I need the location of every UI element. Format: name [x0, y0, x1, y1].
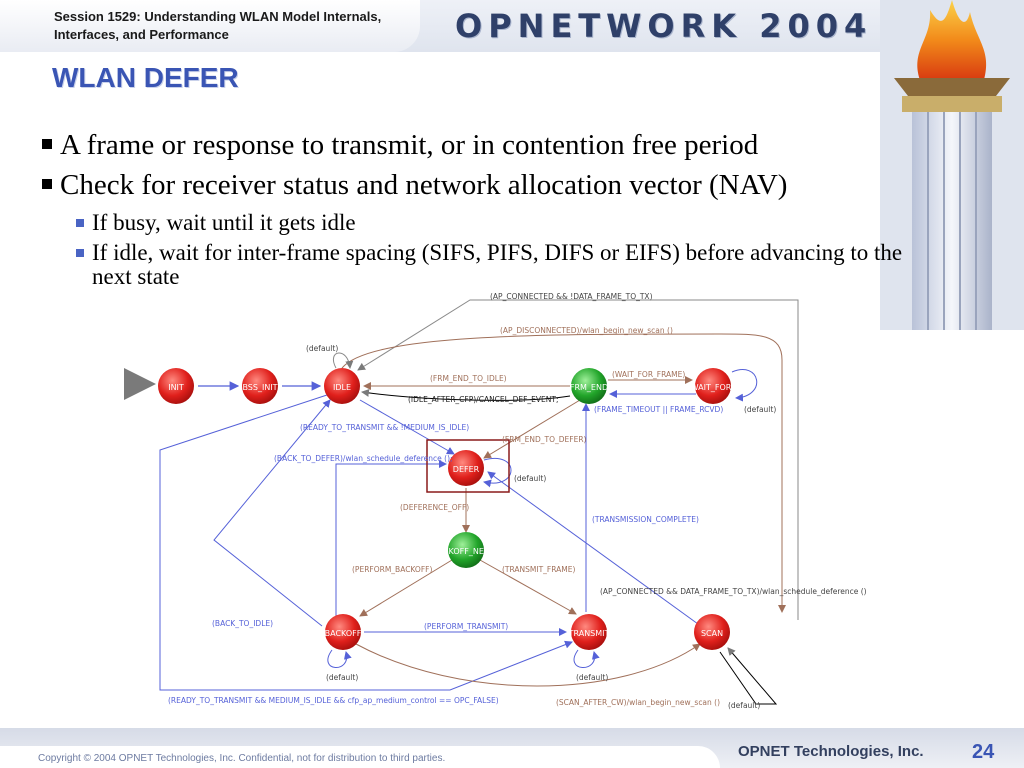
state-init-label: INIT [168, 383, 184, 392]
label-defer-default: (default) [514, 474, 546, 483]
label-frm-end-to-defer: (FRM_END_TO_DEFER) [502, 435, 587, 444]
state-backoff[interactable]: BACKOFF [325, 614, 362, 650]
sub-bullet-item: If busy, wait until it gets idle [74, 211, 920, 235]
label-ap-disconnected: (AP_DISCONNECTED)/wlan_begin_new_scan () [500, 326, 673, 335]
transition-backoff-default [327, 649, 352, 668]
torch-column-icon [880, 0, 1024, 330]
transition-scan-default [719, 647, 778, 705]
label-ready-to-transmit: (READY_TO_TRANSMIT && !MEDIUM_IS_IDLE) [300, 423, 469, 432]
session-title: Session 1529: Understanding WLAN Model I… [54, 9, 382, 42]
state-wait-for-label: WAIT_FOR_ [691, 383, 737, 392]
state-init[interactable]: INIT [158, 368, 194, 404]
state-idle[interactable]: IDLE [324, 368, 360, 404]
copyright-text: Copyright © 2004 OPNET Technologies, Inc… [38, 753, 446, 764]
label-perform-backoff: (PERFORM_BACKOFF) [352, 565, 432, 574]
label-ap-connected-top: (AP_CONNECTED && !DATA_FRAME_TO_TX) [490, 292, 653, 301]
label-frame-timeout: (FRAME_TIMEOUT || FRAME_RCVD) [594, 405, 723, 414]
label-back-to-idle: (BACK_TO_IDLE) [212, 619, 273, 628]
transition-perform-backoff [359, 559, 453, 617]
state-bkoff-need-label: BKOFF_NEE [443, 547, 489, 556]
label-scan-after-cw: (SCAN_AFTER_CW)/wlan_begin_new_scan () [556, 698, 720, 707]
bullet-list: A frame or response to transmit, or in c… [40, 125, 920, 289]
label-transmit-frame: (TRANSMIT_FRAME) [502, 565, 575, 574]
session-box [0, 0, 420, 52]
label-backoff-default: (default) [326, 673, 358, 682]
transition-scan-after-cw [355, 643, 701, 687]
label-transmission-complete: (TRANSMISSION_COMPLETE) [592, 515, 699, 524]
label-deference-off: (DEFERENCE_OFF) [400, 503, 469, 512]
transition-ap-connected-scan [487, 471, 699, 625]
state-backoff-label: BACKOFF [325, 629, 362, 638]
state-bss-init-label: BSS_INIT [242, 383, 277, 392]
label-ap-connected-scan: (AP_CONNECTED && DATA_FRAME_TO_TX)/wlan_… [600, 587, 867, 596]
transition-idle-default [333, 352, 354, 369]
bullet-item: A frame or response to transmit, or in c… [40, 125, 920, 165]
transition-ready-medium-idle [159, 393, 573, 691]
label-transmit-default: (default) [576, 673, 608, 682]
label-wait-for-default: (default) [744, 405, 776, 414]
state-bss-init[interactable]: BSS_INIT [242, 368, 278, 404]
label-ready-medium-idle: (READY_TO_TRANSMIT && MEDIUM_IS_IDLE && … [168, 696, 499, 705]
label-scan-default: (default) [728, 701, 760, 710]
transition-ap-disconnected [341, 333, 786, 613]
state-wait-for[interactable]: WAIT_FOR_ [691, 368, 737, 404]
state-scan-label: SCAN [701, 629, 723, 638]
label-perform-transmit: (PERFORM_TRANSMIT) [424, 622, 508, 631]
state-transmit[interactable]: TRANSMIT [568, 614, 610, 650]
transition-idle-after-cfp [361, 388, 571, 401]
label-idle-after-cfp: (IDLE_AFTER_CFP)/CANCEL_DEF_EVENT; [408, 395, 559, 404]
transition-back-to-idle [213, 399, 331, 627]
transition-wait-for-default [731, 369, 757, 402]
state-scan[interactable]: SCAN [694, 614, 730, 650]
transition-frm-end-to-defer [483, 399, 581, 459]
transition-defer-default [483, 457, 512, 488]
state-defer[interactable]: DEFER [448, 450, 484, 486]
label-back-to-defer: (BACK_TO_DEFER)/wlan_schedule_deference … [274, 454, 453, 463]
state-transmit-label: TRANSMIT [568, 629, 610, 638]
company-name: OPNET Technologies, Inc. [738, 743, 924, 760]
state-frm-end[interactable]: FRM_END [570, 368, 608, 404]
transition-transmit-default [573, 649, 600, 668]
state-defer-label: DEFER [453, 465, 480, 474]
sub-bullet-item: If idle, wait for inter-frame spacing (S… [74, 241, 920, 289]
state-frm-end-label: FRM_END [570, 383, 608, 392]
page-number: 24 [972, 741, 995, 763]
opnetwork-logo: OPNETWORK 2004 [455, 7, 873, 45]
label-frm-end-to-idle: (FRM_END_TO_IDLE) [430, 374, 507, 383]
transition-back-to-defer [335, 460, 447, 640]
slide-title: WLAN DEFER [52, 62, 239, 93]
state-bkoff-need[interactable]: BKOFF_NEE [443, 532, 489, 568]
state-idle-label: IDLE [333, 383, 351, 392]
transition-ap-connected-top [357, 299, 799, 620]
transition-transmit-frame [479, 559, 577, 615]
label-idle-default: (default) [306, 344, 338, 353]
bullet-item: Check for receiver status and network al… [40, 165, 920, 205]
state-diagram: INIT BSS_INIT IDLE FRM_END WAIT_FOR_ DEF… [124, 292, 867, 710]
footer-left-panel [0, 746, 720, 768]
defer-highlight-box [426, 439, 510, 493]
label-wait-for-frame: (WAIT_FOR_FRAME) [612, 370, 685, 379]
transition-ready-to-transmit [359, 399, 455, 455]
